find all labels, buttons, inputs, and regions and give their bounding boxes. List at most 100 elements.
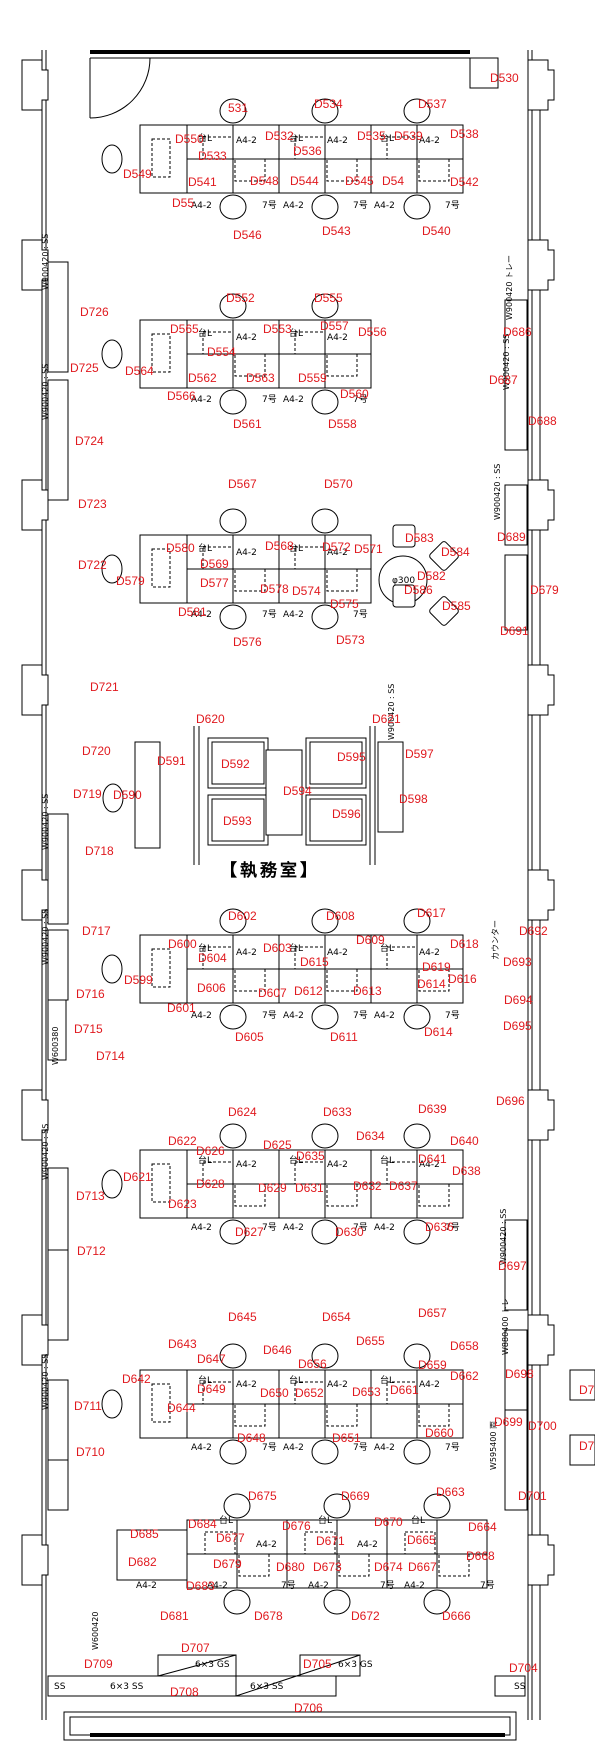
furniture-annotation: 台L bbox=[198, 1374, 212, 1386]
item-id-label: D626 bbox=[196, 1144, 225, 1158]
item-id-label: D681 bbox=[160, 1609, 189, 1623]
furniture-annotation: 6×3 SS bbox=[110, 1682, 144, 1692]
item-id-label: D578 bbox=[260, 582, 289, 596]
item-id-label: D605 bbox=[235, 1030, 264, 1044]
item-id-label: D695 bbox=[503, 1019, 532, 1033]
furniture-annotation: 7号 bbox=[262, 200, 277, 211]
item-id-label: D537 bbox=[418, 97, 447, 111]
item-id-label: D724 bbox=[75, 434, 104, 448]
item-id-label: D631 bbox=[295, 1181, 324, 1195]
item-id-label: D643 bbox=[168, 1337, 197, 1351]
item-id-label: D611 bbox=[330, 1030, 358, 1044]
item-id-label: D563 bbox=[246, 371, 275, 385]
furniture-annotation: SS bbox=[514, 1682, 526, 1692]
item-id-label: D683 bbox=[186, 1579, 215, 1593]
furniture-annotation: A4-2 bbox=[357, 1540, 378, 1550]
item-id-label: D538 bbox=[450, 127, 479, 141]
item-id-label: D666 bbox=[442, 1609, 471, 1623]
item-id-label: D651 bbox=[332, 1431, 361, 1445]
vertical-annotation: W900420 : SS bbox=[41, 794, 50, 850]
item-id-label: D544 bbox=[290, 174, 319, 188]
furniture-annotation: 7号 bbox=[262, 1010, 277, 1021]
item-id-label: D575 bbox=[330, 597, 359, 611]
furniture-annotation: A4-2 bbox=[283, 1443, 304, 1453]
item-id-label: D692 bbox=[519, 924, 548, 938]
item-id-label: D640 bbox=[450, 1134, 479, 1148]
item-id-label: D570 bbox=[324, 477, 353, 491]
item-id-label: D54 bbox=[382, 174, 404, 188]
item-id-label: D603 bbox=[263, 941, 292, 955]
item-id-label: D584 bbox=[441, 545, 470, 559]
item-id-label: D596 bbox=[332, 807, 361, 821]
furniture-annotation: A4-2 bbox=[327, 1160, 348, 1170]
furniture-annotation: A4-2 bbox=[374, 201, 395, 211]
meeting-area bbox=[102, 726, 404, 865]
furniture-annotation: A4-2 bbox=[327, 948, 348, 958]
bottom-cabinets bbox=[47, 1654, 526, 1697]
item-id-label: D534 bbox=[314, 97, 343, 111]
item-id-label: D618 bbox=[450, 937, 479, 951]
furniture-annotation: 7号 bbox=[262, 394, 277, 405]
item-id-label: D594 bbox=[283, 784, 312, 798]
vertical-annotation: W900420 : SS bbox=[41, 364, 50, 420]
item-id-label: D725 bbox=[70, 361, 99, 375]
furniture-annotation: A4-2 bbox=[236, 548, 257, 558]
item-id-label: D702 bbox=[579, 1439, 595, 1453]
furniture-annotation: SS bbox=[54, 1682, 66, 1692]
furniture-annotation: A4-2 bbox=[191, 201, 212, 211]
item-id-label: D649 bbox=[197, 1382, 226, 1396]
item-id-label: D541 bbox=[188, 175, 217, 189]
item-id-label: D604 bbox=[198, 951, 227, 965]
item-id-label: D682 bbox=[128, 1555, 157, 1569]
item-id-label: D705 bbox=[303, 1657, 332, 1671]
vertical-annotation: W900420 : SS bbox=[41, 234, 50, 290]
item-id-label: D657 bbox=[418, 1306, 447, 1320]
item-id-label: D661 bbox=[390, 1383, 419, 1397]
item-id-label: D597 bbox=[405, 747, 434, 761]
furniture-annotation: 7号 bbox=[262, 1222, 277, 1233]
item-id-label: D629 bbox=[258, 1181, 287, 1195]
furniture-annotation: A4-2 bbox=[419, 1160, 440, 1170]
furniture-annotation: A4-2 bbox=[256, 1540, 277, 1550]
item-id-label: D707 bbox=[181, 1641, 210, 1655]
vertical-annotation: W900420 : SS bbox=[41, 1124, 50, 1180]
item-id-label: D599 bbox=[124, 973, 153, 987]
item-id-label: D582 bbox=[417, 569, 446, 583]
furniture-annotation: 台L bbox=[380, 1374, 394, 1386]
item-id-label: D569 bbox=[200, 557, 229, 571]
furniture-annotation: 台L bbox=[380, 942, 394, 954]
item-id-label: D608 bbox=[326, 909, 355, 923]
item-id-label: D689 bbox=[497, 530, 526, 544]
item-id-label: D645 bbox=[228, 1310, 257, 1324]
vertical-annotation: W600380 bbox=[51, 1027, 60, 1065]
furniture-annotation: 台L bbox=[198, 542, 212, 554]
item-id-label: D607 bbox=[258, 986, 287, 1000]
item-id-label: D726 bbox=[80, 305, 109, 319]
furniture-annotation: 台L bbox=[289, 1374, 303, 1386]
furniture-annotation: 台L bbox=[380, 1154, 394, 1166]
vertical-annotation: W595400 両 bbox=[489, 1421, 498, 1470]
item-id-label: D539 bbox=[394, 129, 423, 143]
item-id-label: D696 bbox=[496, 1094, 525, 1108]
item-id-label: D612 bbox=[294, 984, 323, 998]
furniture-annotation: A4-2 bbox=[419, 948, 440, 958]
furniture-annotation: 7号 bbox=[353, 1442, 368, 1453]
item-id-label: D676 bbox=[282, 1519, 311, 1533]
item-id-label: D617 bbox=[417, 906, 446, 920]
desk-clusters bbox=[47, 57, 595, 1615]
item-id-label: D639 bbox=[418, 1102, 447, 1116]
furniture-annotation: 7号 bbox=[262, 609, 277, 620]
item-id-label: D663 bbox=[436, 1485, 465, 1499]
furniture-annotation: A4-2 bbox=[374, 1011, 395, 1021]
item-id-label: D712 bbox=[77, 1244, 106, 1258]
furniture-annotation: 6×3 GS bbox=[195, 1660, 230, 1670]
furniture-annotation: A4-2 bbox=[308, 1581, 329, 1591]
item-id-label: D585 bbox=[442, 599, 471, 613]
vertical-annotation: W900420 : SS bbox=[502, 334, 511, 390]
item-id-label: D561 bbox=[233, 417, 262, 431]
vertical-annotations: W900420 : SS W900420 : SS W900420 : SS W900… bbox=[41, 234, 514, 1650]
furniture-annotation: A4-2 bbox=[327, 333, 348, 343]
vertical-annotation: W900420 トレー bbox=[505, 255, 514, 320]
